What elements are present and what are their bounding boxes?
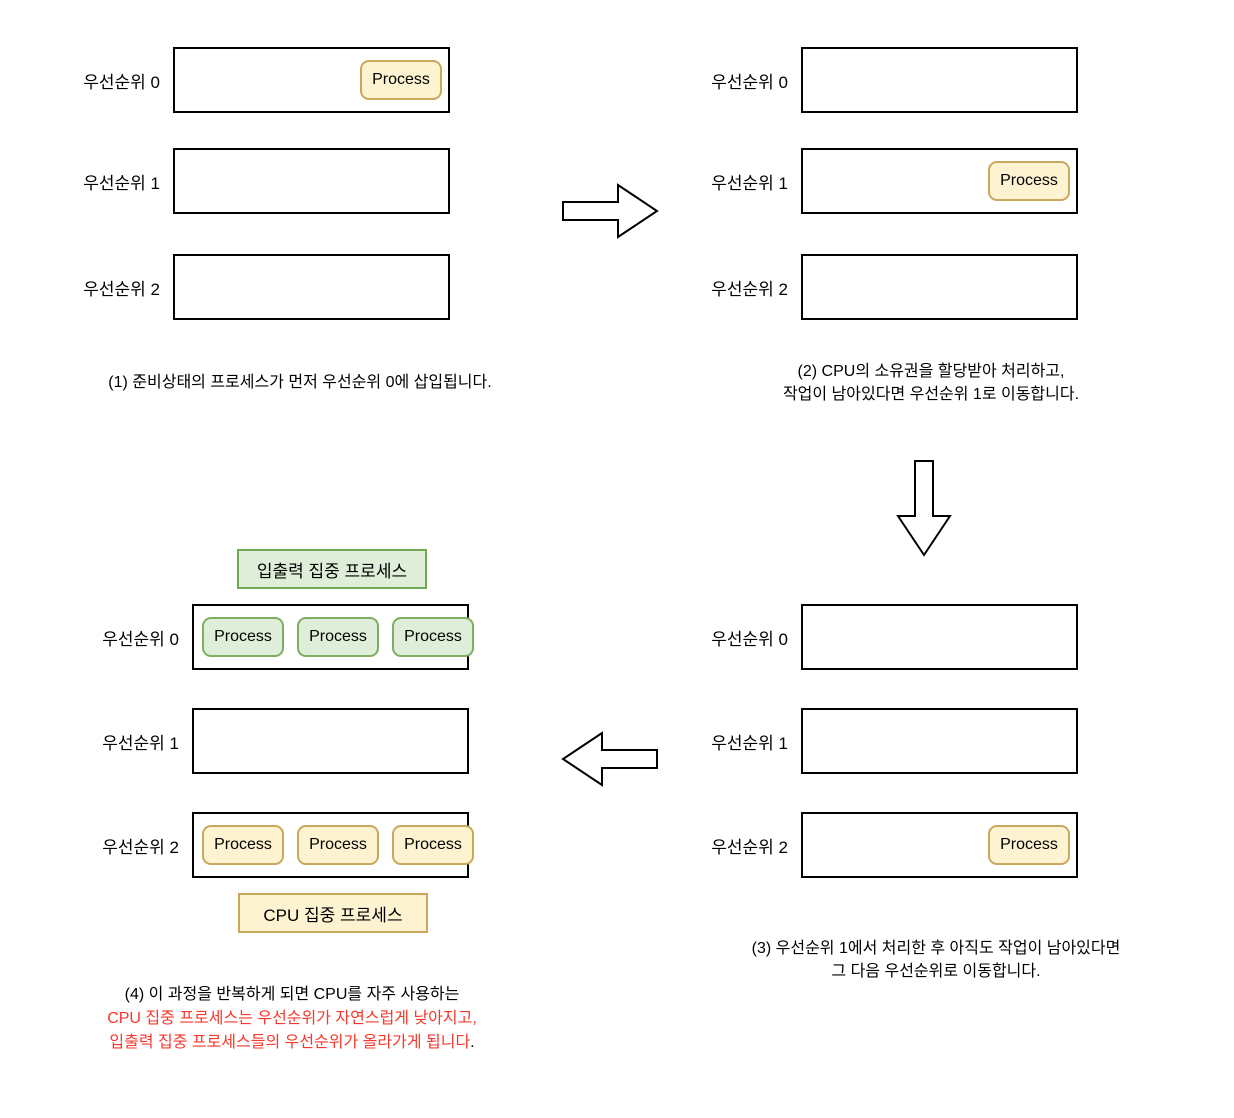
- panel2-queue-row-0: 우선순위 0: [688, 47, 1078, 113]
- caption-line: 입출력 집중 프로세스들의 우선순위가 올라가게 됩니다.: [32, 1031, 552, 1055]
- queue-label: 우선순위 2: [711, 279, 788, 299]
- arrow-left-icon: [561, 731, 658, 787]
- caption-line: CPU 집중 프로세스는 우선순위가 자연스럽게 낮아지고,: [32, 1007, 552, 1031]
- queue-box-priority-2: Process Process Process: [192, 812, 474, 878]
- process-chip: Process: [202, 825, 284, 865]
- caption-segment: CPU 집중 프로세스는 우선순위가 자연스럽게 낮아지고,: [107, 1010, 477, 1027]
- queue-box-priority-2: [801, 254, 1078, 320]
- queue-box-priority-2: [173, 254, 450, 320]
- caption-line: (2) CPU의 소유권을 할당받아 처리하고,: [691, 360, 1171, 383]
- queue-label: 우선순위 0: [102, 629, 179, 649]
- panel3-queue-row-0: 우선순위 0: [688, 604, 1078, 670]
- queue-label: 우선순위 1: [102, 733, 179, 753]
- caption-segment: 입출력 집중 프로세스들의 우선순위가 올라가게 됩니다: [109, 1034, 471, 1051]
- panel1-queue-row-2: 우선순위 2: [60, 254, 450, 320]
- caption-segment: (4) 이 과정을 반복하게 되면 CPU를 자주 사용하는: [124, 986, 460, 1003]
- caption-line: 작업이 남아있다면 우선순위 1로 이동합니다.: [691, 383, 1171, 406]
- queue-box-priority-0: Process: [173, 47, 450, 113]
- panel2-queue-row-2: 우선순위 2: [688, 254, 1078, 320]
- process-chip: Process: [392, 617, 474, 657]
- caption-segment: (2) CPU의 소유권을 할당받아 처리하고,: [797, 363, 1065, 380]
- queue-box-priority-1: Process: [801, 148, 1078, 214]
- process-chip: Process: [297, 617, 379, 657]
- queue-box-priority-2: Process: [801, 812, 1078, 878]
- caption-step-3: (3) 우선순위 1에서 처리한 후 아직도 작업이 남아있다면 그 다음 우선…: [691, 937, 1181, 983]
- panel1-queue-row-0: 우선순위 0 Process: [60, 47, 450, 113]
- queue-label: 우선순위 0: [711, 629, 788, 649]
- queue-label: 우선순위 2: [711, 837, 788, 857]
- queue-box-priority-1: [801, 708, 1078, 774]
- caption-line: (1) 준비상태의 프로세스가 먼저 우선순위 0에 삽입됩니다.: [40, 371, 560, 394]
- process-chip: Process: [988, 825, 1070, 865]
- caption-line: (4) 이 과정을 반복하게 되면 CPU를 자주 사용하는: [32, 983, 552, 1007]
- queue-label: 우선순위 2: [102, 837, 179, 857]
- caption-step-4: (4) 이 과정을 반복하게 되면 CPU를 자주 사용하는 CPU 집중 프로…: [32, 983, 552, 1055]
- panel3-queue-row-2: 우선순위 2 Process: [688, 812, 1078, 878]
- queue-box-priority-1: [192, 708, 469, 774]
- io-bound-process-label: 입출력 집중 프로세스: [237, 549, 427, 589]
- queue-label: 우선순위 1: [711, 733, 788, 753]
- caption-line: 그 다음 우선순위로 이동합니다.: [691, 960, 1181, 983]
- process-chip: Process: [297, 825, 379, 865]
- queue-label: 우선순위 1: [711, 173, 788, 193]
- caption-segment: (1) 준비상태의 프로세스가 먼저 우선순위 0에 삽입됩니다.: [108, 374, 492, 391]
- panel1-queue-row-1: 우선순위 1: [60, 148, 450, 214]
- caption-segment: .: [470, 1034, 475, 1051]
- process-chip: Process: [202, 617, 284, 657]
- queue-label: 우선순위 2: [83, 279, 160, 299]
- queue-box-priority-0: [801, 604, 1078, 670]
- panel4-queue-row-2: 우선순위 2 Process Process Process: [79, 812, 474, 878]
- process-chip: Process: [988, 161, 1070, 201]
- caption-segment: 그 다음 우선순위로 이동합니다.: [831, 963, 1041, 980]
- queue-label: 우선순위 1: [83, 173, 160, 193]
- queue-box-priority-0: [801, 47, 1078, 113]
- process-chip: Process: [392, 825, 474, 865]
- caption-segment: (3) 우선순위 1에서 처리한 후 아직도 작업이 남아있다면: [751, 940, 1121, 957]
- process-chip-group: Process Process Process: [194, 825, 474, 865]
- panel4-queue-row-1: 우선순위 1: [79, 708, 469, 774]
- arrow-right-icon: [562, 183, 659, 239]
- cpu-bound-process-label: CPU 집중 프로세스: [238, 893, 428, 933]
- caption-step-1: (1) 준비상태의 프로세스가 먼저 우선순위 0에 삽입됩니다.: [40, 371, 560, 394]
- caption-segment: 작업이 남아있다면 우선순위 1로 이동합니다.: [782, 386, 1080, 403]
- queue-box-priority-1: [173, 148, 450, 214]
- caption-line: (3) 우선순위 1에서 처리한 후 아직도 작업이 남아있다면: [691, 937, 1181, 960]
- queue-label: 우선순위 0: [711, 72, 788, 92]
- queue-label: 우선순위 0: [83, 72, 160, 92]
- panel4-queue-row-0: 우선순위 0 Process Process Process: [79, 604, 474, 670]
- caption-step-2: (2) CPU의 소유권을 할당받아 처리하고, 작업이 남아있다면 우선순위 …: [691, 360, 1171, 406]
- process-chip: Process: [360, 60, 442, 100]
- panel3-queue-row-1: 우선순위 1: [688, 708, 1078, 774]
- process-chip-group: Process Process Process: [194, 617, 474, 657]
- panel2-queue-row-1: 우선순위 1 Process: [688, 148, 1078, 214]
- arrow-down-icon: [896, 460, 952, 557]
- queue-box-priority-0: Process Process Process: [192, 604, 474, 670]
